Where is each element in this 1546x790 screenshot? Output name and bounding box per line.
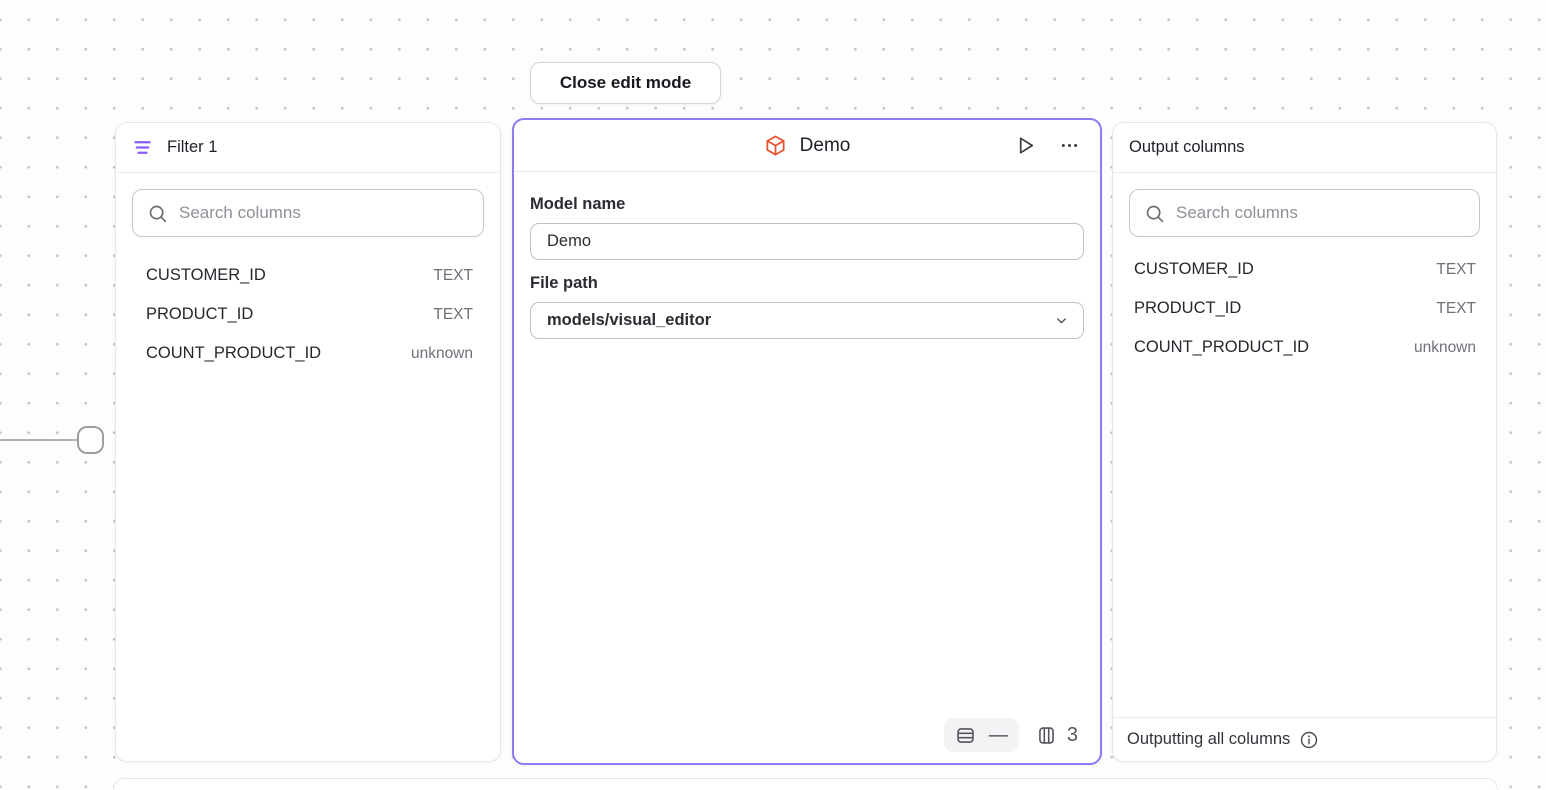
output-columns-panel[interactable]: Output columns CUSTOMER_ID TEXT PRODUCT_… <box>1112 122 1497 762</box>
model-cube-icon <box>764 134 787 157</box>
output-column-list: CUSTOMER_ID TEXT PRODUCT_ID TEXT COUNT_P… <box>1113 237 1496 367</box>
column-type: TEXT <box>433 305 473 323</box>
column-row[interactable]: COUNT_PRODUCT_ID unknown <box>146 334 473 373</box>
filter-panel-title: Filter 1 <box>167 138 218 156</box>
column-type: TEXT <box>433 266 473 284</box>
column-name: COUNT_PRODUCT_ID <box>1134 338 1310 356</box>
column-name: COUNT_PRODUCT_ID <box>146 344 322 362</box>
filter-panel-header: Filter 1 <box>116 123 500 173</box>
close-edit-mode-button[interactable]: Close edit mode <box>530 62 721 104</box>
column-type: TEXT <box>1436 299 1476 317</box>
column-name: CUSTOMER_ID <box>1134 260 1254 278</box>
info-icon[interactable] <box>1299 730 1319 750</box>
column-name: PRODUCT_ID <box>1134 299 1242 317</box>
column-row[interactable]: PRODUCT_ID TEXT <box>1134 289 1476 328</box>
model-panel-title: Demo <box>799 134 851 156</box>
column-count-indicator[interactable]: 3 <box>1036 724 1078 747</box>
search-icon <box>1144 203 1165 224</box>
column-name: PRODUCT_ID <box>146 305 254 323</box>
column-row[interactable]: CUSTOMER_ID TEXT <box>146 256 473 295</box>
model-panel-header: Demo <box>514 120 1100 172</box>
filter-node-panel[interactable]: Filter 1 CUSTOMER_ID TEXT PRODUCT_ID TEX… <box>115 122 501 762</box>
output-panel-title: Output columns <box>1129 138 1245 156</box>
column-type: unknown <box>1413 338 1476 356</box>
model-name-label: Model name <box>530 195 626 213</box>
output-search-input[interactable] <box>1176 203 1465 223</box>
column-name: CUSTOMER_ID <box>146 266 266 284</box>
filter-column-list: CUSTOMER_ID TEXT PRODUCT_ID TEXT COUNT_P… <box>116 237 500 373</box>
more-options-button[interactable] <box>1057 133 1082 158</box>
columns-icon <box>1036 725 1057 746</box>
filter-search-box[interactable] <box>132 189 484 237</box>
connection-handle[interactable] <box>77 426 104 454</box>
filter-search-input[interactable] <box>179 203 469 223</box>
column-row[interactable]: CUSTOMER_ID TEXT <box>1134 250 1476 289</box>
output-search-box[interactable] <box>1129 189 1480 237</box>
outputting-all-columns-label: Outputting all columns <box>1127 730 1291 748</box>
rows-icon <box>955 725 976 746</box>
file-path-value: models/visual_editor <box>547 311 712 329</box>
column-row[interactable]: COUNT_PRODUCT_ID unknown <box>1134 328 1476 367</box>
row-count-value: — <box>988 724 1008 746</box>
connection-edge <box>0 439 78 441</box>
bottom-node-panel-edge[interactable] <box>113 778 1498 790</box>
row-preview-toggle[interactable]: — <box>943 718 1019 752</box>
file-path-select[interactable]: models/visual_editor <box>530 302 1084 339</box>
output-footer: Outputting all columns <box>1113 717 1496 761</box>
chevron-down-icon <box>1054 313 1069 328</box>
column-row[interactable]: PRODUCT_ID TEXT <box>146 295 473 334</box>
run-button[interactable] <box>1012 132 1039 159</box>
column-type: TEXT <box>1436 260 1476 278</box>
output-panel-header: Output columns <box>1113 123 1496 173</box>
model-preview-controls: — 3 <box>943 718 1078 752</box>
model-node-panel[interactable]: Demo Model name File path m <box>512 118 1102 765</box>
column-count-value: 3 <box>1066 723 1078 746</box>
search-icon <box>147 203 168 224</box>
column-type: unknown <box>410 344 473 362</box>
file-path-label: File path <box>530 274 598 292</box>
filter-icon <box>132 137 153 158</box>
model-name-input[interactable] <box>530 223 1084 260</box>
